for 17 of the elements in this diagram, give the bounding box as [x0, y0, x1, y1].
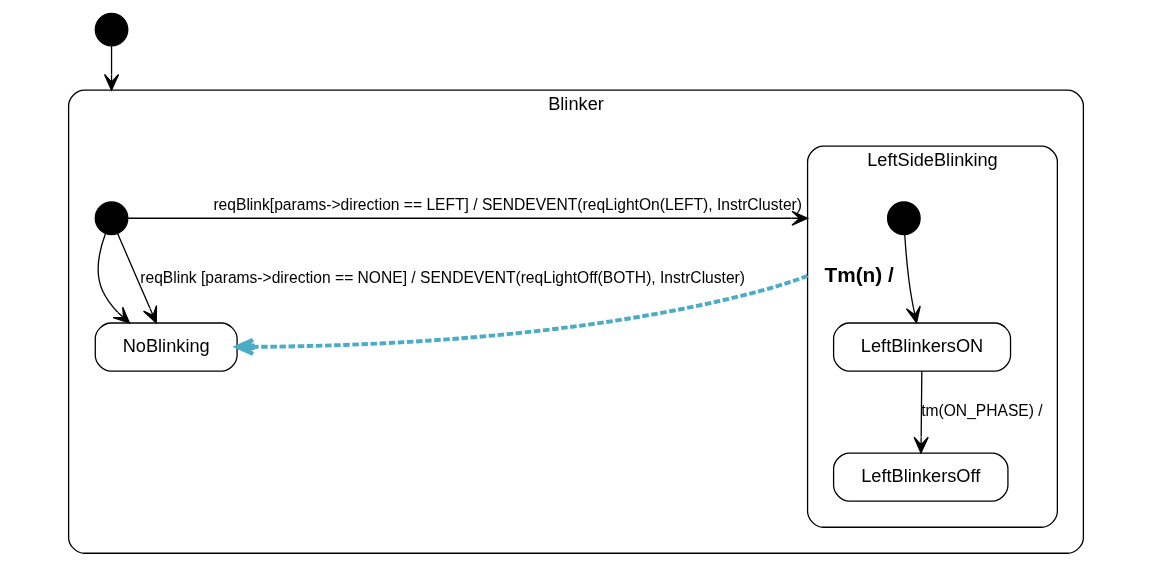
edge-label: tm(ON_PHASE) /	[920, 402, 1043, 420]
edge-label: reqBlink[params->direction == LEFT] / SENDEVENT(reqLightOn(LEFT), InstrCluster)	[212, 195, 802, 213]
arrow	[103, 45, 119, 91]
node-circle	[94, 201, 128, 236]
node-box: NoBlinking	[94, 322, 238, 372]
arrow	[913, 370, 929, 454]
arrow	[234, 273, 808, 356]
arrow	[116, 232, 157, 324]
arrow	[903, 234, 921, 324]
arrow	[97, 233, 130, 324]
node-box: LeftBlinkersOff	[832, 452, 1009, 502]
node-box: LeftBlinkersON	[832, 322, 1011, 372]
node-circle	[886, 201, 921, 236]
edge-label: reqBlink [params->direction == NONE] / SENDEVENT(reqLightOff(BOTH), InstrCluster)	[139, 268, 745, 286]
node-circle	[94, 12, 128, 47]
edge-label: Tm(n) /	[823, 263, 894, 287]
arrow	[126, 210, 808, 226]
